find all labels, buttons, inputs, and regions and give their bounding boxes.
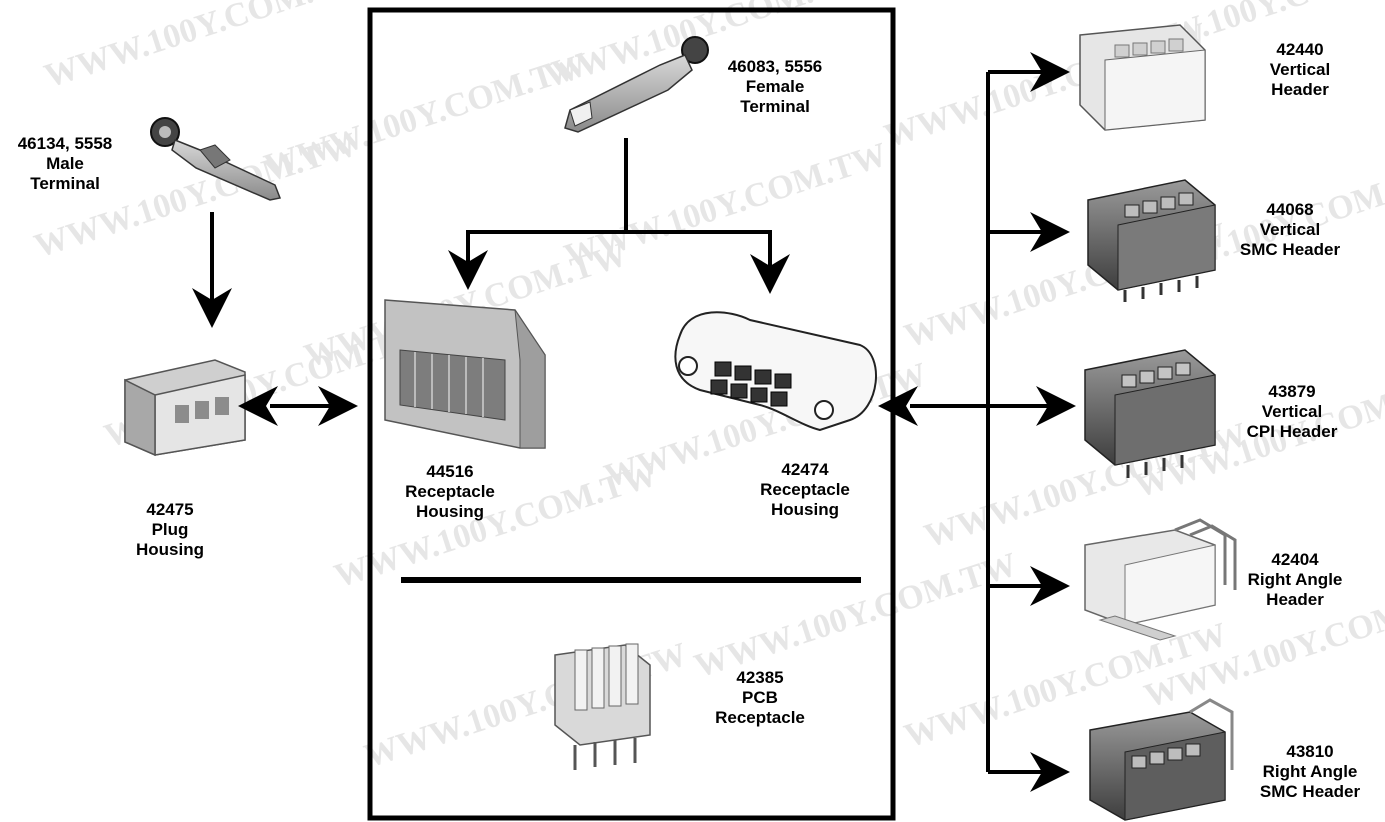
pcb-receptacle-image xyxy=(554,643,651,770)
label-female-terminal: 46083, 5556 Female Terminal xyxy=(705,57,845,117)
part-type: Vertical xyxy=(1261,402,1323,421)
female-terminal-image xyxy=(564,36,709,133)
label-receptacle-42474: 42474 Receptacle Housing xyxy=(745,460,865,520)
part-desc: SMC Header xyxy=(1239,240,1341,259)
part-type: Receptacle xyxy=(760,480,850,499)
label-header-43810: 43810 Right Angle SMC Header xyxy=(1240,742,1380,802)
part-number: 42404 xyxy=(1271,550,1319,569)
part-desc: Housing xyxy=(416,502,484,521)
label-header-43879: 43879 Vertical CPI Header xyxy=(1222,382,1362,442)
part-number: 46083, 5556 xyxy=(727,57,823,76)
header-43879-image xyxy=(1084,349,1216,478)
label-male-terminal: 46134, 5558 Male Terminal xyxy=(0,134,130,194)
part-type: PCB xyxy=(742,688,778,707)
male-terminal-image xyxy=(150,117,282,201)
part-desc: Housing xyxy=(771,500,839,519)
part-type: Female xyxy=(745,77,805,96)
label-plug-housing: 42475 Plug Housing xyxy=(110,500,230,560)
part-type: Vertical xyxy=(1259,220,1321,239)
part-desc: CPI Header xyxy=(1246,422,1338,441)
part-type: Plug xyxy=(151,520,189,539)
part-number: 44068 xyxy=(1266,200,1314,219)
arrow-terminal-to-44516 xyxy=(448,138,628,290)
part-number: 42440 xyxy=(1276,40,1324,59)
plug-housing-image xyxy=(124,359,246,457)
part-type: Right Angle xyxy=(1262,762,1358,781)
header-43810-image xyxy=(1089,698,1234,821)
receptacle-42474-image xyxy=(674,311,877,432)
arrow-terminal-to-42474 xyxy=(626,230,790,294)
part-desc: Housing xyxy=(136,540,204,559)
receptacle-44516-image xyxy=(384,299,546,449)
part-desc: Header xyxy=(1271,80,1329,99)
part-desc: SMC Header xyxy=(1259,782,1361,801)
part-desc: Terminal xyxy=(740,97,810,116)
label-header-42404: 42404 Right Angle Header xyxy=(1225,550,1365,610)
label-pcb-receptacle: 42385 PCB Receptacle xyxy=(700,668,820,728)
header-42440-image xyxy=(1079,24,1206,131)
part-type: Male xyxy=(46,154,84,173)
part-desc: Header xyxy=(1266,590,1324,609)
part-type: Right Angle xyxy=(1247,570,1343,589)
part-desc: Terminal xyxy=(30,174,100,193)
part-desc: Receptacle xyxy=(715,708,805,727)
part-number: 44516 xyxy=(426,462,474,481)
header-42404-image xyxy=(1084,518,1237,641)
label-header-42440: 42440 Vertical Header xyxy=(1240,40,1360,100)
part-number: 46134, 5558 xyxy=(17,134,113,153)
part-number: 42475 xyxy=(146,500,194,519)
label-header-44068: 44068 Vertical SMC Header xyxy=(1220,200,1360,260)
part-number: 43810 xyxy=(1286,742,1334,761)
part-type: Vertical xyxy=(1269,60,1331,79)
header-44068-image xyxy=(1087,179,1216,302)
label-receptacle-44516: 44516 Receptacle Housing xyxy=(390,462,510,522)
part-number: 43879 xyxy=(1268,382,1316,401)
part-type: Receptacle xyxy=(405,482,495,501)
part-number: 42385 xyxy=(736,668,784,687)
part-number: 42474 xyxy=(781,460,829,479)
